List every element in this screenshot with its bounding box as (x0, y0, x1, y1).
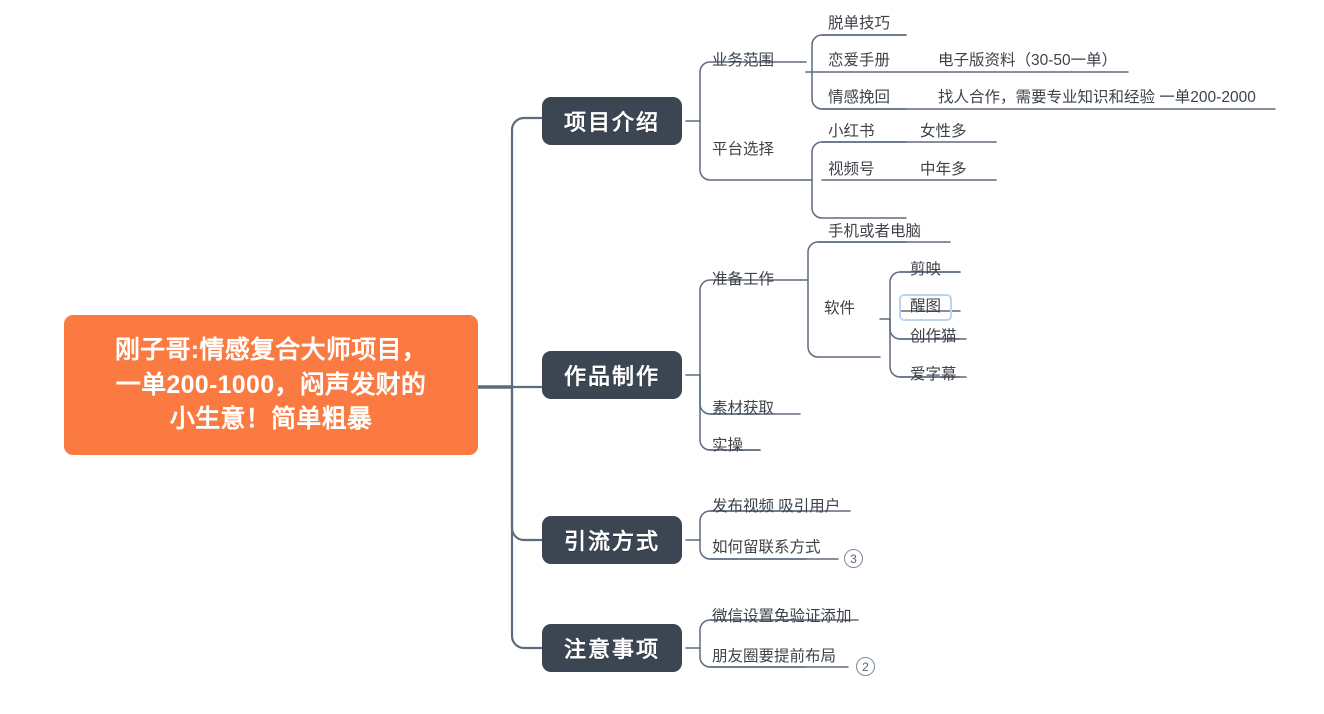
node-shipinhao[interactable]: 视频号 (828, 161, 875, 178)
node-platform-choice[interactable]: 平台选择 (712, 141, 775, 158)
branch-label: 项目介绍 (563, 110, 660, 135)
node-moments-layout[interactable]: 朋友圈要提前布局 (712, 648, 837, 665)
node-material-sourcing[interactable]: 素材获取 (712, 400, 775, 417)
node-practice[interactable]: 实操 (712, 437, 744, 454)
node-wechat-no-verify[interactable]: 微信设置免验证添加 (712, 608, 852, 625)
node-business-scope[interactable]: 业务范围 (712, 52, 775, 69)
branch-node-content-production[interactable]: 作品制作 (542, 351, 682, 399)
node-software[interactable]: 软件 (824, 300, 856, 317)
branch-label: 作品制作 (563, 364, 660, 389)
root-node-label: 刚子哥:情感复合大师项目， 一单200-1000，闷声发财的 小生意！简单粗暴 (114, 336, 428, 434)
node-xingtu-selected[interactable]: 醒图 (899, 294, 953, 321)
node-how-to-leave-contact[interactable]: 如何留联系方式 (712, 539, 821, 556)
node-preparation[interactable]: 准备工作 (712, 271, 775, 288)
node-xiaohongshu-note[interactable]: 女性多 (920, 123, 967, 140)
node-publish-video-attract-users[interactable]: 发布视频 吸引用户 (712, 498, 841, 515)
node-shipinhao-note[interactable]: 中年多 (920, 161, 967, 178)
node-xiaohongshu[interactable]: 小红书 (828, 123, 875, 140)
node-love-handbook[interactable]: 恋爱手册 (828, 52, 891, 69)
branch-node-project-intro[interactable]: 项目介绍 (542, 97, 682, 145)
node-phone-or-computer[interactable]: 手机或者电脑 (828, 223, 922, 240)
branch-label: 注意事项 (563, 637, 660, 662)
branch-label: 引流方式 (563, 529, 660, 554)
node-chuangzuomao[interactable]: 创作猫 (910, 328, 957, 345)
node-single-tips[interactable]: 脱单技巧 (828, 15, 891, 32)
badge-traffic-count[interactable]: 3 (844, 549, 863, 568)
node-love-handbook-note[interactable]: 电子版资料（30-50一单） (938, 52, 1118, 69)
branch-node-notes[interactable]: 注意事项 (542, 624, 682, 672)
root-node[interactable]: 刚子哥:情感复合大师项目， 一单200-1000，闷声发财的 小生意！简单粗暴 (64, 315, 478, 455)
branch-node-traffic-method[interactable]: 引流方式 (542, 516, 682, 564)
node-emotion-recovery-note[interactable]: 找人合作，需要专业知识和经验 一单200-2000 (938, 89, 1256, 106)
node-emotion-recovery[interactable]: 情感挽回 (828, 89, 891, 106)
node-aizimu[interactable]: 爱字幕 (910, 366, 957, 383)
badge-notes-count[interactable]: 2 (856, 657, 875, 676)
node-jianying[interactable]: 剪映 (910, 261, 942, 278)
